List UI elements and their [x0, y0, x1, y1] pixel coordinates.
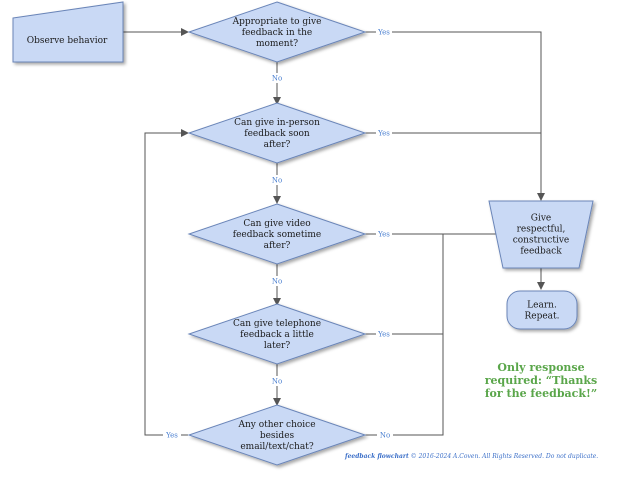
- q4-no-label: No: [272, 378, 282, 386]
- text-line: constructive: [513, 236, 570, 246]
- q5-yes-label: Yes: [165, 432, 178, 440]
- text-line: feedback a little: [240, 330, 314, 340]
- copyright-footer: feedback flowchart © 2016-2024 A.Coven. …: [344, 453, 598, 460]
- decision-q2: [187, 102, 367, 164]
- text-line: for the feedback!”: [485, 387, 597, 400]
- decision-q3: [187, 203, 367, 265]
- observe-behavior-node: [12, 1, 124, 63]
- edge-labels: Yes No Yes No Yes No Yes No No Yes: [163, 27, 393, 440]
- q5-no-label: No: [380, 432, 390, 440]
- edge-q1-yes: [365, 31, 545, 201]
- edge-q4-yes: [365, 234, 444, 335]
- q2-yes-label: Yes: [377, 130, 390, 138]
- text-line: besides: [260, 431, 295, 441]
- text-line: Learn.: [527, 301, 557, 311]
- q4-yes-label: Yes: [377, 331, 390, 339]
- text-line: feedback in the: [242, 28, 313, 38]
- footer-rights: © 2016-2024 A.Coven. All Rights Reserved…: [409, 453, 599, 460]
- text-line: Can give telephone: [233, 319, 321, 329]
- text-line: feedback sometime: [233, 230, 321, 240]
- decision-q5: [187, 404, 367, 466]
- text-line: Any other choice: [237, 420, 315, 430]
- text-line: later?: [264, 341, 290, 351]
- text-line: feedback soon: [244, 129, 310, 139]
- text-line: Observe behavior: [27, 36, 108, 46]
- text-line: after?: [264, 140, 291, 150]
- text-line: Repeat.: [524, 312, 559, 322]
- text-line: Can give video: [243, 219, 310, 229]
- footer-title: feedback flowchart: [344, 453, 409, 460]
- text-line: email/text/chat?: [240, 442, 314, 452]
- edge-q5-yes-loop: [144, 129, 189, 436]
- shapes: [12, 1, 594, 466]
- text-line: Can give in-person: [234, 118, 320, 128]
- text-line: feedback: [520, 247, 562, 257]
- q2-no-label: No: [272, 177, 282, 185]
- q1-yes-label: Yes: [377, 29, 390, 37]
- text-line: after?: [264, 241, 291, 251]
- text-line: moment?: [256, 39, 298, 49]
- edge-q5-no: [365, 334, 444, 436]
- q3-no-label: No: [272, 278, 282, 286]
- learn-repeat-label: Learn.Repeat.: [524, 301, 559, 322]
- text-line: respectful,: [517, 225, 566, 235]
- q1-no-label: No: [272, 75, 282, 83]
- text-line: required: “Thanks: [485, 374, 598, 387]
- learn-repeat-node: [506, 290, 578, 330]
- text-line: Only response: [497, 361, 584, 374]
- q3-yes-label: Yes: [377, 231, 390, 239]
- text-line: Appropriate to give: [232, 17, 322, 27]
- text-line: Give: [531, 214, 551, 224]
- decision-q4: [187, 303, 367, 365]
- decision-q1: [187, 1, 367, 63]
- observe-behavior-label: Observe behavior: [27, 36, 108, 46]
- give-feedback-node: [488, 200, 594, 269]
